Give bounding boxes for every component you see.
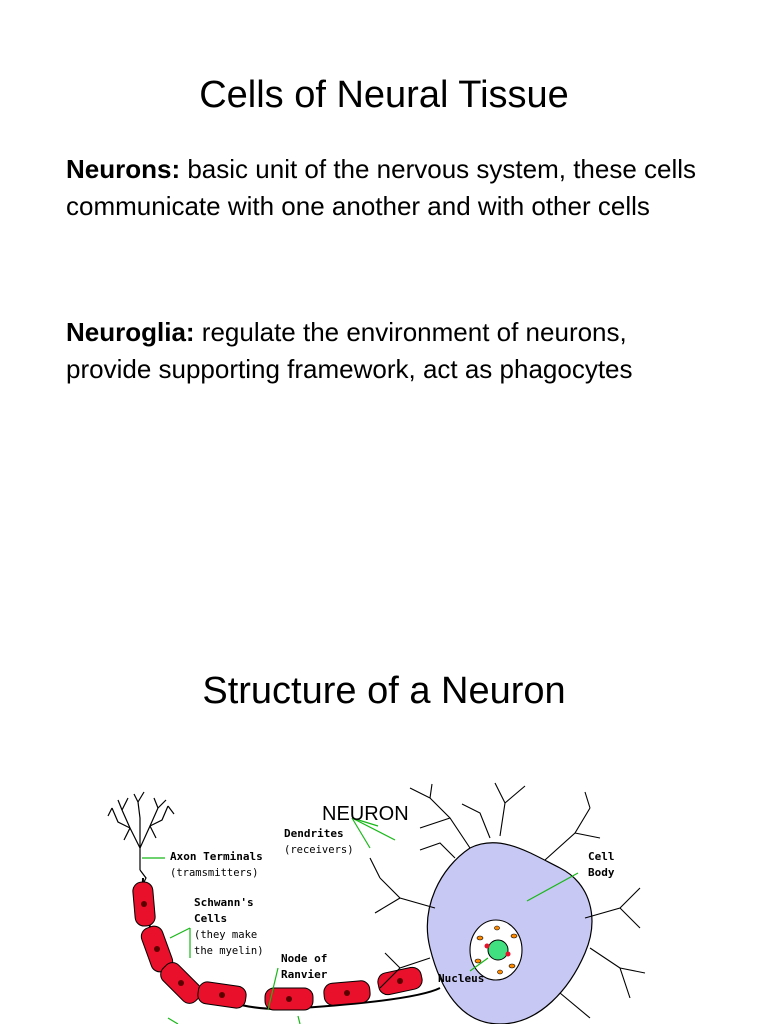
neurons-term: Neurons: [66, 154, 181, 184]
label-schwanns-note1: (they make [194, 929, 257, 941]
label-dendrites-note: (receivers) [284, 844, 354, 856]
label-axon-terminals-note: (tramsmitters) [170, 867, 259, 879]
label-schwanns-line1: Schwann's [194, 896, 254, 909]
label-dendrites: Dendrites [284, 827, 344, 840]
label-cell-line1: Cell [588, 850, 615, 863]
label-schwanns-note2: the myelin) [194, 945, 264, 957]
neuroglia-definition: Neuroglia: regulate the environment of n… [66, 314, 706, 388]
neuroglia-description: regulate the environment of neurons, pro… [66, 317, 633, 384]
axon-terminal-branches [107, 791, 175, 885]
label-axon-terminals: Axon Terminals [170, 850, 263, 863]
label-cell-line2: Body [588, 866, 615, 879]
slide-title: Cells of Neural Tissue [199, 74, 569, 116]
slide-title: Structure of a Neuron [202, 670, 566, 712]
label-schwanns-line2: Cells [194, 912, 227, 925]
label-node-line1: Node of [281, 952, 327, 965]
label-node-line2: Ranvier [281, 968, 328, 981]
label-nucleus: Nucleus [438, 972, 484, 985]
label-leader-lines [142, 817, 579, 1011]
neuron-diagram: NEURON Dendrites (receivers) Axon Termin… [107, 782, 646, 1024]
slide-2: Structure of a Neuron [0, 512, 768, 1024]
myelin-segments [132, 881, 423, 1011]
slide-1: Cells of Neural Tissue Neurons: basic un… [66, 74, 706, 388]
neurons-definition: Neurons: basic unit of the nervous syste… [66, 151, 706, 225]
neuroglia-term: Neuroglia: [66, 317, 195, 347]
neurons-description: basic unit of the nervous system, these … [66, 154, 697, 221]
neuron-heading: NEURON [322, 803, 409, 825]
